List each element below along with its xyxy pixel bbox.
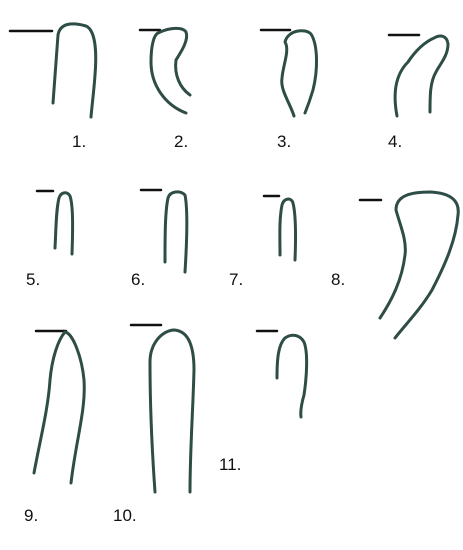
figure-label-10: 10.: [113, 507, 137, 524]
figure-label-1: 1.: [72, 133, 86, 150]
root-figure-10: [131, 325, 194, 492]
root-outline-4: [395, 36, 448, 116]
root-figure-5: [37, 191, 73, 254]
root-figure-3: [261, 30, 317, 116]
root-figure-8: [360, 192, 458, 338]
root-figure-1: [10, 24, 96, 117]
root-outline-1: [53, 24, 96, 117]
root-outline-8: [380, 192, 458, 338]
root-outline-7: [280, 199, 296, 260]
figure-label-8: 8.: [331, 271, 345, 288]
root-outline-6: [165, 192, 187, 272]
root-figure-2: [140, 28, 190, 113]
root-figure-7: [264, 196, 296, 260]
root-outline-11: [277, 335, 307, 417]
root-figure-11: [257, 331, 307, 417]
root-outline-5: [55, 193, 73, 254]
figure-label-2: 2.: [174, 133, 188, 150]
figure-label-9: 9.: [24, 507, 38, 524]
root-outline-10: [150, 330, 194, 492]
figure-label-4: 4.: [388, 133, 402, 150]
root-figure-6: [141, 190, 187, 272]
root-outline-3: [282, 31, 317, 116]
figure-label-11: 11.: [219, 456, 241, 473]
figure-label-5: 5.: [26, 271, 40, 288]
root-figure-4: [389, 35, 448, 116]
figure-label-6: 6.: [131, 271, 145, 288]
root-outline-9: [34, 332, 84, 483]
root-outline-2: [151, 28, 190, 113]
figure-label-7: 7.: [229, 271, 243, 288]
root-figure-9: [34, 331, 84, 483]
figure-label-3: 3.: [277, 133, 291, 150]
